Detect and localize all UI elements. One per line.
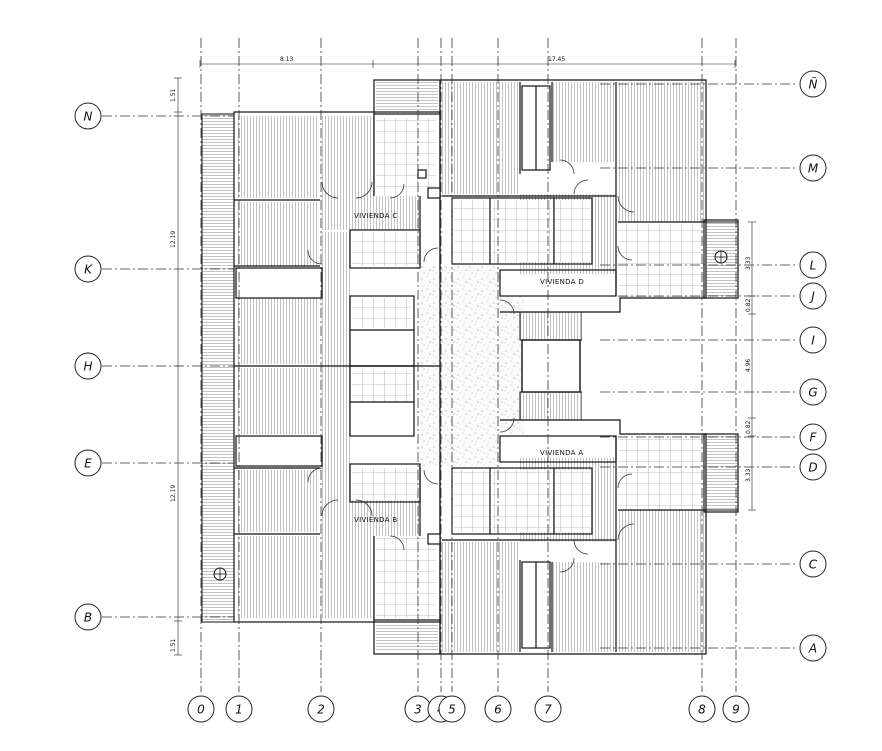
- grid-label-col-5: 5: [448, 703, 456, 717]
- grid-bubble-row-N: N: [74, 102, 102, 130]
- grid-bubble-row-C: C: [799, 550, 827, 578]
- dimensions: 8.13 17.45 1.51 12.19 12.19 1.51 3.33 0.…: [170, 56, 756, 656]
- grid-label-row-A: A: [808, 642, 817, 656]
- grid-label-row-B: B: [84, 611, 92, 625]
- dim-right-lj: 3.33: [745, 256, 752, 270]
- grid-bubble-row-H: H: [74, 352, 102, 380]
- floor-finishes: [201, 82, 739, 652]
- room-label-vivienda-d: VIVIENDA D: [540, 278, 584, 286]
- grid-bubble-row-M: M: [799, 154, 827, 182]
- room-label-vivienda-c: VIVIENDA C: [354, 212, 398, 220]
- grid-bubble-col-1: 1: [225, 695, 253, 723]
- grid-bubble-col-7: 7: [534, 695, 562, 723]
- grid-label-col-9: 9: [732, 703, 740, 717]
- dim-right-ji: 0.82: [745, 298, 752, 312]
- dim-right-gf: 0.82: [745, 420, 752, 434]
- grid-bubble-col-3: 3: [404, 695, 432, 723]
- grid-bubble-row-K: K: [74, 255, 102, 283]
- grid-bubble-row-A: A: [799, 634, 827, 662]
- grid-label-col-1: 1: [235, 703, 243, 717]
- grid-label-row-K: K: [84, 263, 93, 277]
- grid-bubble-col-9: 9: [722, 695, 750, 723]
- grid-bubble-col-2: 2: [307, 695, 335, 723]
- grid-label-row-C: C: [809, 558, 818, 572]
- dim-left-lower: 12.19: [170, 485, 177, 502]
- walls: [233, 79, 739, 655]
- dim-top-right: 17.45: [548, 56, 565, 63]
- grid-label-row-E: E: [84, 457, 92, 471]
- grid-bubble-row-E: E: [74, 449, 102, 477]
- grid-label-row-H: H: [83, 360, 92, 374]
- grid-bubble-col-6: 6: [484, 695, 512, 723]
- grid-label-row-M: M: [808, 162, 819, 176]
- grid-label-row-I: I: [811, 334, 815, 348]
- grid-bubble-row-B: B: [74, 603, 102, 631]
- grid-label-row-J: J: [809, 290, 815, 304]
- room-label-vivienda-b: VIVIENDA B: [354, 516, 397, 524]
- doors: [307, 159, 635, 573]
- grid-bubble-col-0: 0: [187, 695, 215, 723]
- room-label-vivienda-a: VIVIENDA A: [540, 449, 583, 457]
- grid-axes-vertical: [200, 38, 737, 692]
- dim-top-left: 8.13: [280, 56, 294, 63]
- grid-label-col-8: 8: [698, 703, 706, 717]
- grid-label-row-Ñ: Ñ: [809, 77, 818, 92]
- grid-bubble-row-I: I: [799, 326, 827, 354]
- grid-label-row-G: G: [808, 386, 817, 400]
- dim-left-upper: 12.19: [170, 231, 177, 248]
- dim-left-top: 1.51: [170, 88, 177, 102]
- dim-right-ig: 4.96: [745, 358, 752, 372]
- grid-axes-horizontal: [102, 83, 798, 649]
- grid-label-col-2: 2: [317, 703, 325, 717]
- grid-label-row-F: F: [810, 431, 818, 445]
- grid-bubble-col-5: 5: [438, 695, 466, 723]
- grid-bubbles: 0123456789ÑNMLKJIHGFEDCBA: [74, 70, 827, 723]
- grid-bubble-row-L: L: [799, 251, 827, 279]
- grid-label-row-N: N: [84, 110, 93, 124]
- grid-bubble-col-8: 8: [688, 695, 716, 723]
- grid-bubble-row-D: D: [799, 453, 827, 481]
- grid-label-col-0: 0: [197, 703, 205, 717]
- grid-label-row-D: D: [808, 461, 817, 475]
- drain-symbols: [213, 250, 728, 581]
- dim-right-fd: 3.33: [745, 468, 752, 482]
- grid-bubble-row-F: F: [799, 423, 827, 451]
- grid-label-row-L: L: [810, 259, 817, 273]
- grid-bubble-row-J: J: [799, 282, 827, 310]
- grid-label-col-3: 3: [414, 703, 422, 717]
- grid-bubble-row-Ñ: Ñ: [799, 70, 827, 98]
- grid-label-col-7: 7: [544, 703, 552, 717]
- grid-bubble-row-G: G: [799, 378, 827, 406]
- dim-left-bottom: 1.51: [170, 638, 177, 652]
- grid-label-col-6: 6: [494, 703, 502, 717]
